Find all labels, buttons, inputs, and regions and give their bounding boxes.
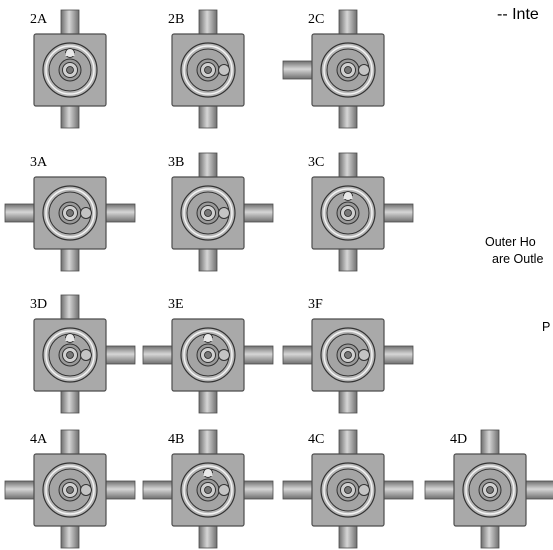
outlet-hole-right — [358, 349, 370, 361]
ring-highlight — [323, 465, 373, 515]
center-hole — [204, 486, 212, 494]
side-note-line-3: P — [542, 320, 551, 334]
manifold-drawing — [33, 294, 136, 414]
manifold-drawing — [282, 429, 414, 549]
outlet-hole-right — [218, 484, 230, 496]
side-note-line-2: are Outle — [492, 252, 544, 266]
ring-highlight — [465, 465, 515, 515]
center-hole — [486, 486, 494, 494]
ring-highlight — [183, 465, 233, 515]
manifold-3c: 3C — [283, 143, 414, 273]
outlet-hole-top-slot — [65, 338, 75, 341]
config-label: 4C — [307, 432, 326, 447]
manifold-2b: 2B — [143, 0, 273, 130]
center-hole — [344, 486, 352, 494]
config-label: 4A — [29, 432, 49, 447]
manifold-drawing — [33, 9, 107, 129]
outlet-hole-right — [218, 207, 230, 219]
center-hole — [66, 486, 74, 494]
manifold-drawing — [424, 429, 553, 549]
config-label: 3D — [29, 297, 49, 312]
manifold-drawing — [311, 152, 414, 272]
manifold-2a: 2A — [5, 0, 135, 130]
outlet-hole-right — [218, 64, 230, 76]
center-hole — [344, 66, 352, 74]
manifold-3d: 3D — [5, 285, 136, 415]
manifold-drawing — [4, 429, 136, 549]
manifold-3b: 3B — [143, 143, 274, 273]
config-label: 3A — [29, 155, 49, 170]
outlet-hole-top-slot — [343, 196, 353, 199]
ring-highlight — [45, 330, 95, 380]
center-hole — [66, 351, 74, 359]
center-hole — [204, 209, 212, 217]
manifold-3f: 3F — [282, 285, 414, 415]
manifold-3e: 3E — [142, 285, 274, 415]
manifold-drawing — [4, 176, 136, 272]
center-hole — [66, 209, 74, 217]
config-label: 3E — [167, 297, 185, 312]
center-hole — [344, 209, 352, 217]
manifold-drawing — [142, 429, 274, 549]
outlet-hole-right — [358, 484, 370, 496]
outlet-hole-top-slot — [203, 338, 213, 341]
outlet-hole-right — [80, 207, 92, 219]
center-hole — [204, 351, 212, 359]
center-hole — [66, 66, 74, 74]
manifold-drawing — [171, 152, 274, 272]
config-label: 2A — [29, 12, 49, 27]
config-label: 4B — [167, 432, 186, 447]
ring-highlight — [45, 465, 95, 515]
center-hole — [204, 66, 212, 74]
manifold-drawing — [171, 9, 245, 129]
outlet-hole-top-slot — [203, 473, 213, 476]
outlet-hole-right — [358, 64, 370, 76]
outlet-hole-top-slot — [65, 53, 75, 56]
ring-highlight — [183, 45, 233, 95]
side-title-text: -- Inte — [497, 6, 539, 23]
manifold-drawing — [282, 318, 414, 414]
ring-highlight — [45, 188, 95, 238]
config-label: 2C — [307, 12, 326, 27]
outlet-hole-right — [80, 349, 92, 361]
ring-highlight — [183, 330, 233, 380]
config-label: 3B — [167, 155, 186, 170]
manifold-drawing — [142, 318, 274, 414]
config-label: 3F — [307, 297, 324, 312]
manifold-4c: 4C — [282, 420, 414, 550]
side-note-line-1: Outer Ho — [485, 235, 536, 249]
manifold-2c: 2C — [282, 0, 413, 130]
manifold-4d: 4D — [424, 420, 553, 550]
manifold-4b: 4B — [142, 420, 274, 550]
center-hole — [344, 351, 352, 359]
manifold-3a: 3A — [4, 143, 136, 273]
config-label: 3C — [307, 155, 326, 170]
ring-highlight — [45, 45, 95, 95]
outlet-hole-right — [218, 349, 230, 361]
config-label: 2B — [167, 12, 186, 27]
manifold-drawing — [282, 9, 385, 129]
ring-highlight — [323, 188, 373, 238]
outlet-hole-right — [80, 484, 92, 496]
ring-highlight — [183, 188, 233, 238]
ring-highlight — [323, 45, 373, 95]
manifold-4a: 4A — [4, 420, 136, 550]
config-label: 4D — [449, 432, 469, 447]
ring-highlight — [323, 330, 373, 380]
